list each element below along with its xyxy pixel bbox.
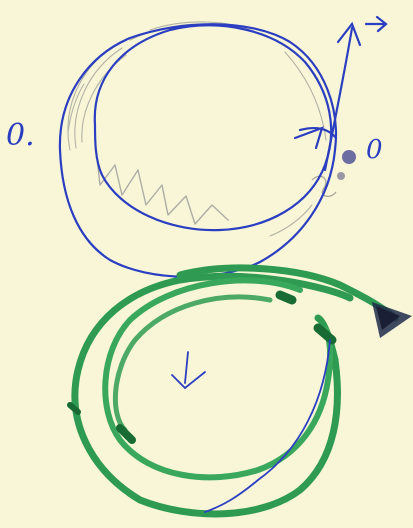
label-right-zero: 0 <box>366 135 383 165</box>
label-left-zero: 0. <box>6 118 35 153</box>
